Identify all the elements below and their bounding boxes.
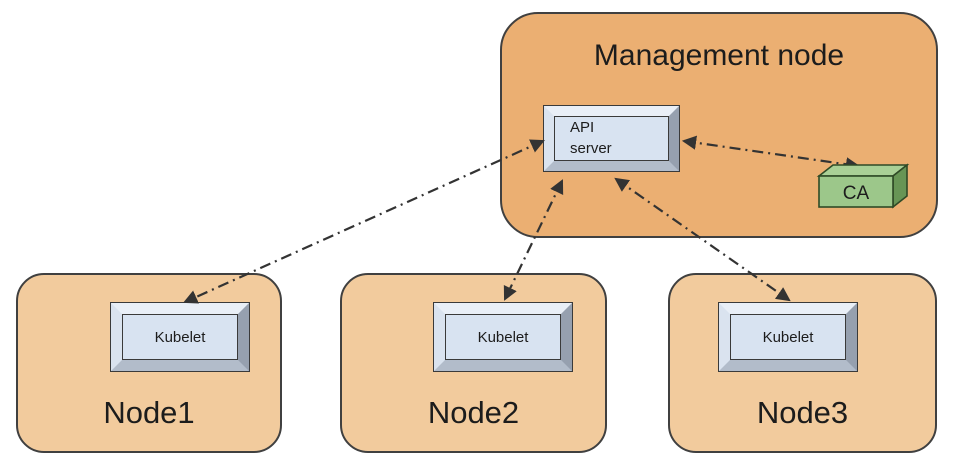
node3-label: Node3 [756,395,849,430]
api-server-bevel [544,106,679,171]
node1-label: Node1 [103,395,195,430]
kubelet-bevel [719,303,857,371]
kubelet-box-node1: Kubelet [110,302,250,372]
kubelet-face: Kubelet [730,314,846,360]
api-server-face: API server [554,116,669,161]
management-node-title: Management node [593,39,845,72]
kubelet-face: Kubelet [122,314,238,360]
kubelet-face: Kubelet [445,314,561,360]
kubelet-label-node1: Kubelet [154,328,206,346]
api-server-box: API server [543,105,680,172]
kubelet-label-node2: Kubelet [477,328,529,346]
kubelet-label-node3: Kubelet [762,328,814,346]
kubelet-box-node2: Kubelet [433,302,573,372]
kubelet-bevel [111,303,249,371]
kubelet-bevel [434,303,572,371]
kubelet-box-node3: Kubelet [718,302,858,372]
api-server-label: API server [570,119,612,157]
node2-label: Node2 [427,395,520,430]
